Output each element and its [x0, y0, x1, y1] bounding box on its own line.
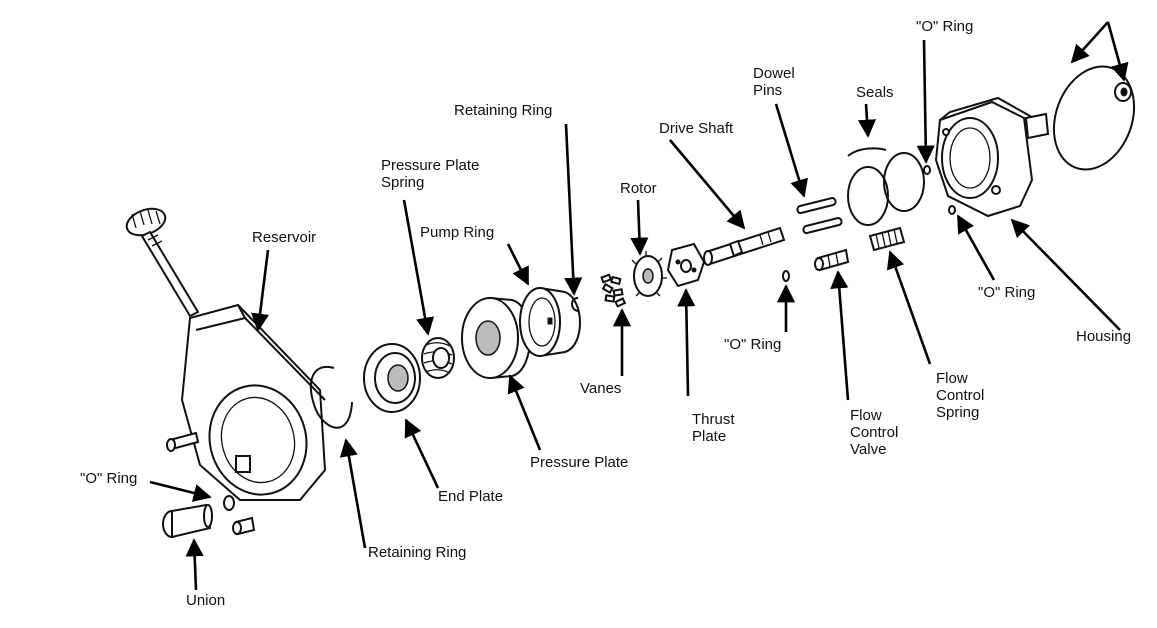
- o-ring-middle-part: [782, 270, 790, 282]
- label-seals: Seals: [856, 84, 894, 101]
- leader-lines: [149, 21, 1129, 591]
- label-pressure-plate: Pressure Plate: [530, 454, 629, 471]
- flow-control-valve-part: [814, 248, 850, 272]
- dowel-pins-part: [796, 196, 843, 235]
- label-retaining-ring-bottom: Retaining Ring: [368, 544, 467, 561]
- vanes-part: [600, 273, 627, 308]
- label-housing: Housing: [1076, 328, 1132, 345]
- union-part: [162, 503, 213, 539]
- label-vanes: Vanes: [580, 380, 622, 397]
- label-flow-control-spring: Flow Control Spring: [936, 370, 985, 421]
- label-retaining-ring-top: Retaining Ring: [454, 102, 553, 119]
- label-flow-control-valve: Flow Control Valve: [850, 407, 899, 458]
- pump-ring-part: [519, 286, 581, 358]
- label-o-ring-left: "O" Ring: [80, 470, 138, 487]
- thrust-plate-part: [666, 242, 706, 288]
- end-plate-part: [363, 343, 421, 413]
- label-o-ring-right: "O" Ring: [978, 284, 1036, 301]
- label-dowel-pins: Dowel Pins: [753, 65, 795, 99]
- housing-part: [934, 96, 1050, 218]
- rotor-part: [631, 251, 667, 297]
- seals-part: [847, 147, 925, 226]
- reservoir-bolts: [166, 431, 256, 536]
- label-union: Union: [186, 592, 226, 609]
- label-rotor: Rotor: [620, 180, 657, 197]
- label-o-ring-middle: "O" Ring: [724, 336, 782, 353]
- o-ring-top-part: [923, 165, 931, 175]
- label-pressure-plate-spring: Pressure Plate Spring: [381, 157, 480, 191]
- o-ring-left-part: [223, 495, 235, 511]
- flow-control-spring-part: [868, 226, 906, 252]
- drive-shaft-part: [703, 226, 786, 266]
- label-end-plate: End Plate: [438, 488, 504, 505]
- large-o-ring-part: [1052, 65, 1136, 171]
- pressure-plate-part: [461, 296, 531, 380]
- retaining-ring-top-part: [571, 297, 579, 312]
- label-reservoir: Reservoir: [252, 229, 317, 246]
- pressure-plate-spring-part: [421, 337, 455, 379]
- label-thrust-plate: Thrust Plate: [692, 411, 735, 445]
- retaining-ring-bottom-part: [309, 365, 353, 429]
- label-pump-ring: Pump Ring: [420, 224, 495, 241]
- reservoir-part: [125, 207, 327, 501]
- label-drive-shaft: Drive Shaft: [659, 120, 734, 137]
- o-ring-right-part: [948, 205, 956, 215]
- label-o-ring-top: "O" Ring: [916, 18, 974, 35]
